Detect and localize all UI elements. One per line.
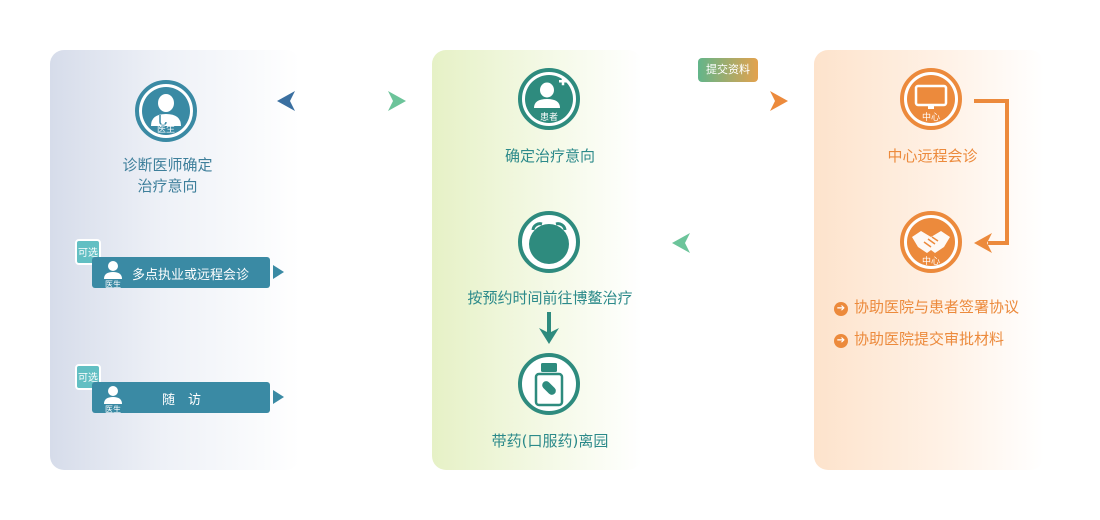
center-bullet-1-text: 协助医院与患者签署协议 [854, 298, 1020, 316]
follow-up-option[interactable]: 医生 随 访 [92, 382, 270, 414]
patient-step3: 带药(口服药)离园 [491, 432, 609, 450]
remote-consult-label: 多点执业或远程会诊 [132, 268, 250, 283]
handshake-icon: 中心 [900, 211, 962, 273]
patient-down-arrow [539, 312, 559, 344]
follow-up-label: 随 访 [162, 393, 202, 408]
submit-materials-badge: 提交资料 [698, 58, 758, 82]
alarm-clock-icon [518, 211, 580, 273]
center-down-arrow [974, 99, 1009, 253]
center-bullet-1: ➔ 协助医院与患者签署协议 [834, 296, 1019, 317]
doctor-icon-caption: 医生 [156, 125, 175, 135]
play-icon [273, 390, 284, 404]
center-step1: 中心远程会诊 [887, 147, 978, 165]
patient-step2: 按预约时间前往博鳌治疗 [467, 289, 633, 307]
center-bullet-2-text: 协助医院提交审批材料 [854, 330, 1005, 348]
patient-step1: 确定治疗意向 [504, 147, 595, 165]
doctor-title-line2: 治疗意向 [137, 177, 198, 195]
center-icon-caption: 中心 [921, 257, 940, 267]
doctor-title: 诊断医师确定 治疗意向 [100, 155, 235, 197]
submit-arrow [671, 91, 788, 111]
arrow-circle-icon: ➔ [834, 334, 848, 348]
play-icon [273, 265, 284, 279]
bidirectional-arrow [277, 91, 406, 111]
patient-icon: 患者 [518, 68, 580, 130]
return-arrow [672, 233, 788, 253]
doctor-mini-icon [104, 386, 122, 404]
arrow-circle-icon: ➔ [834, 302, 848, 316]
doctor-mini-icon [104, 261, 122, 279]
center-bullet-2: ➔ 协助医院提交审批材料 [834, 328, 1004, 349]
patient-icon-caption: 患者 [539, 113, 558, 123]
remote-consult-option[interactable]: 医生 多点执业或远程会诊 [92, 257, 270, 289]
doctor-mini-caption: 医生 [105, 280, 121, 289]
doctor-title-line1: 诊断医师确定 [122, 156, 213, 174]
medicine-bottle-icon [518, 353, 580, 415]
center-icon-caption: 中心 [921, 113, 940, 123]
monitor-icon: 中心 [900, 68, 962, 130]
doctor-icon: 医生 [135, 80, 197, 142]
doctor-mini-caption: 医生 [105, 405, 121, 414]
